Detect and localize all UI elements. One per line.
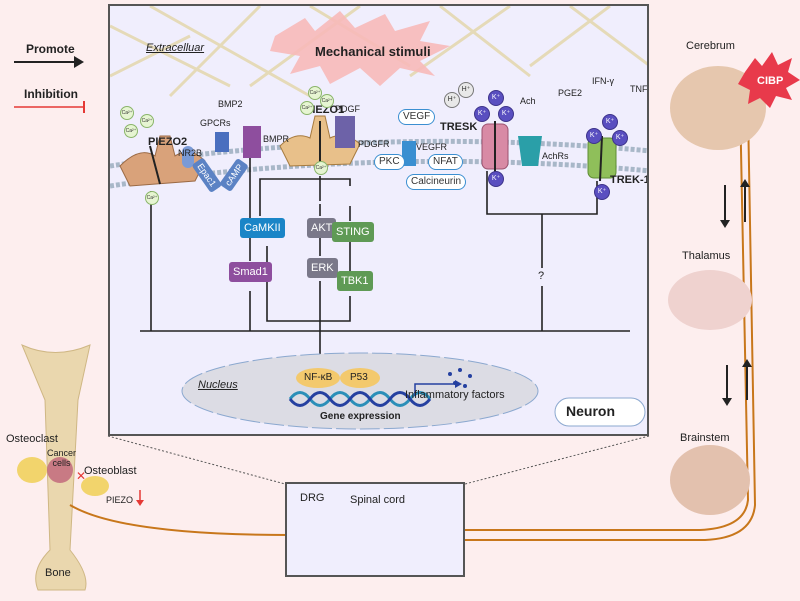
ifn-gamma-label: IFN-γ [592,76,614,86]
proton-icon: H⁺ [458,82,474,98]
potassium-ion-icon: K⁺ [488,171,504,187]
erk-box: ERK [307,258,338,278]
potassium-ion-icon: K⁺ [498,106,514,122]
potassium-ion-icon: K⁺ [594,184,610,200]
legend-arrows [14,56,85,113]
nr2b-label: NR2B [178,148,203,158]
nfkb-blob [296,368,340,388]
osteoblast-label: Osteoblast [84,465,137,477]
calcium-ion-icon: Ca²⁺ [314,161,328,175]
camkii-box: CaMKII [240,218,285,238]
pdgf-label: PDGF [335,104,361,114]
unknown-mechanism-label: ? [538,270,545,282]
mechanical-stimuli-burst-icon [270,11,450,86]
thalamus-icon [668,270,752,330]
osteoclast-label: Osteoclast [6,433,58,445]
bmpr-receptor-icon [243,126,261,158]
potassium-ion-icon: K⁺ [612,130,628,146]
brainstem-label: Brainstem [680,432,730,444]
calcium-ion-icon: Ca²⁺ [145,191,159,205]
legend-inhibition-label: Inhibition [24,87,78,101]
pathway-lines [140,158,630,371]
achrs-label: AchRs [542,151,569,161]
akt-box: AKT [307,218,337,238]
vegfr-receptor-icon [402,141,416,166]
nucleus-label: Nucleus [198,379,238,391]
gene-expression-label: Gene expression [320,411,401,422]
trek1-label: TREK-1 [610,174,649,186]
calcium-ion-icon: Ca²⁺ [124,124,138,138]
calcium-ion-icon: Ca²⁺ [308,86,322,100]
sting-box: STING [332,222,374,242]
cancer-cells-icon [47,457,73,483]
legend-promote-label: Promote [26,42,75,56]
tnf-alpha-label: TNF-α [630,84,648,94]
spinal-cord-label: Spinal cord [350,494,406,506]
inflammatory-factors-label: Inflammatory factors [405,389,505,401]
mechanical-stimuli-label: Mechanical stimuli [315,44,431,59]
cibp-burst-icon [738,52,800,108]
smad1-box: Smad1 [229,262,272,282]
extracellular-label: Extracelluar [146,42,205,54]
piezo2-label: PIEZO2 [148,136,188,148]
calcium-ion-icon: Ca²⁺ [140,114,154,128]
pdgfr-label: PDGFR [358,139,390,149]
bone-label: Bone [45,567,71,579]
proton-icon: H⁺ [444,92,460,108]
brainstem-icon [670,445,750,515]
pdgfr-receptor-icon [335,116,355,148]
p53-label: P53 [350,372,368,383]
neuron-diagram-shapes [110,6,647,430]
vegf-pill: VEGF [398,109,436,125]
ach-label: Ach [520,96,536,106]
pkc-pill: PKC [374,154,405,170]
nfat-pill: NFAT [428,154,463,170]
cerebrum-icon [670,66,766,150]
potassium-ion-icon: K⁺ [602,114,618,130]
bmp2-label: BMP2 [218,99,243,109]
calcium-ion-icon: Ca²⁺ [120,106,134,120]
ascending-descending-arrows-icon [724,185,748,400]
cibp-label: CIBP [757,75,784,87]
nfkb-label: NF-κB [304,372,333,383]
tbk1-box: TBK1 [337,271,373,291]
gpcrs-label: GPCRs [200,118,231,128]
blocked-x-icon: ✕ [76,469,86,483]
calcium-ion-icon: Ca²⁺ [300,101,314,115]
gpcr-receptor-icon [215,132,229,152]
spinal-cord-panel [285,482,465,577]
potassium-ion-icon: K⁺ [488,90,504,106]
osteoblast-icon [81,476,109,496]
piezo1-label: PIEZO1 [305,104,345,116]
achr-receptor-icon [518,136,542,166]
bmpr-label: BMPR [263,134,290,144]
cancer-cells-label: Cancer cells [46,448,76,468]
potassium-ion-icon: K⁺ [586,128,602,144]
calcineurin-pill: Calcineurin [406,174,467,190]
p53-blob [340,368,380,388]
tresk-label: TRESK [440,121,478,133]
osteoclast-icon [17,457,47,483]
calcium-ion-icon: Ca²⁺ [320,94,334,108]
pge2-label: PGE2 [558,88,583,98]
vegfr-label: VEGFR [416,142,448,152]
nr2b-receptor-icon [182,146,194,168]
neuron-label: Neuron [566,403,615,419]
cerebrum-label: Cerebrum [686,40,735,52]
nerve-fiber-paths [69,74,761,546]
drg-label: DRG [300,492,325,504]
dna-helix-icon [288,391,432,407]
potassium-ion-icon: K⁺ [474,106,490,122]
piezo-label: PIEZO [106,495,134,505]
neuron-panel: Extracelluar Mechanical stimuli PIEZO2 P… [108,4,649,436]
inflammatory-factor-dots-icon [448,368,472,388]
thalamus-label: Thalamus [682,250,731,262]
